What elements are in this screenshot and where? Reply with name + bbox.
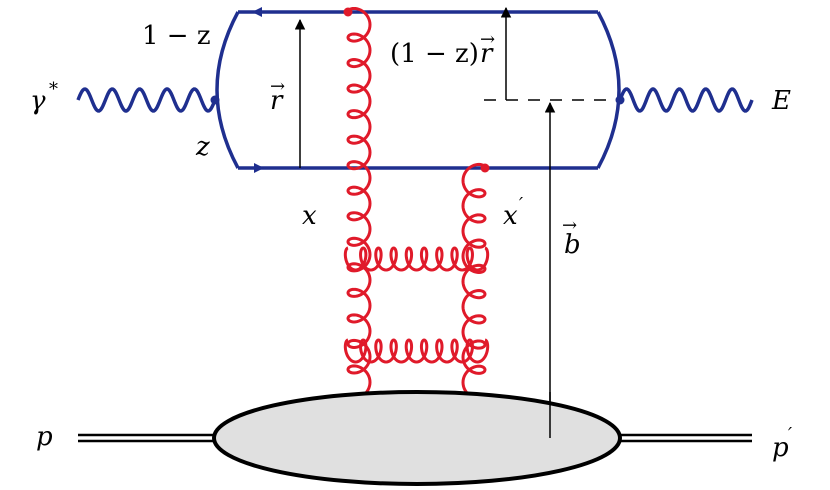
gluon-rung-lower <box>343 338 490 364</box>
quark-loop <box>215 10 621 170</box>
z-label: z <box>195 132 210 162</box>
one-minus-z-label: 1 − z <box>142 21 211 51</box>
scaled-r-label-arrow: → <box>480 29 495 50</box>
x-prime-label: x <box>503 201 518 231</box>
gluon-rung-upper <box>343 246 490 272</box>
quark-arrow-bottom <box>254 163 264 173</box>
proton-line-out <box>620 433 752 443</box>
gluon-right <box>461 162 487 401</box>
b-label: b <box>564 230 581 260</box>
photon-wave-out <box>618 87 754 113</box>
vertex-left <box>210 95 220 105</box>
r-label-arrow: → <box>270 76 285 97</box>
proton-blob <box>212 390 622 486</box>
photon-wave-in <box>76 87 217 113</box>
quark-arc-right <box>596 11 621 169</box>
final-state-label: E <box>771 86 791 116</box>
proton-out-label: p <box>772 433 789 463</box>
scaled-r-prefix-label: (1 − z) <box>390 39 479 69</box>
x-prime-mark: ′ <box>519 194 523 215</box>
quark-arc-left <box>215 11 240 169</box>
gluon-vertex-top <box>343 7 353 17</box>
scaled-r-label: r <box>480 39 494 69</box>
proton-label: p <box>36 422 53 452</box>
x-label: x <box>302 201 317 231</box>
gluon-vertex-bottom <box>480 163 490 173</box>
proton-out-prime: ′ <box>788 424 792 445</box>
b-label-arrow: → <box>562 215 577 236</box>
r-label: r <box>270 86 284 116</box>
photon-label: γ <box>30 86 46 116</box>
vertex-right <box>615 95 625 105</box>
photon-label-sup: * <box>49 79 58 100</box>
gluon-left <box>346 6 372 401</box>
proton-line-in <box>78 433 215 443</box>
quark-arrow-top <box>252 7 262 17</box>
